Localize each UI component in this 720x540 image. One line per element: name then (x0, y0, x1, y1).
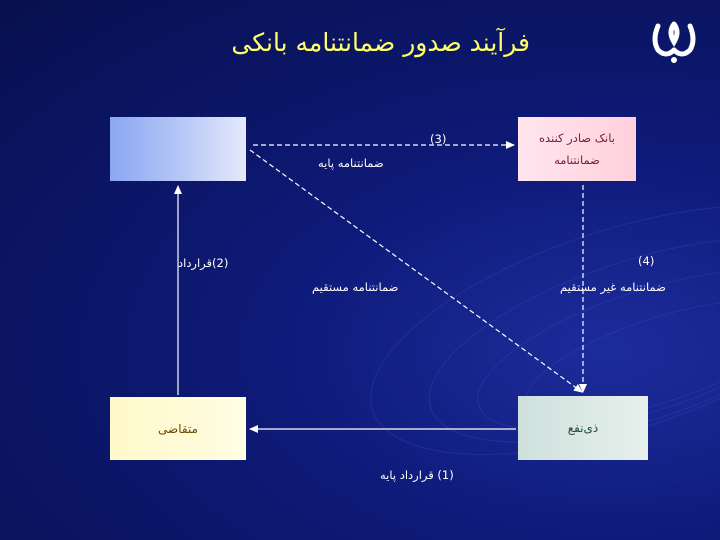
indirect-guarantee-label: ضمانتنامه غیر مستقیم (560, 280, 666, 294)
step3-number-label: (3) (430, 132, 447, 146)
step1-label: (1) قرارداد پایه (380, 468, 454, 482)
applicant-label: متقاضی (158, 421, 198, 436)
bank-logo-icon (652, 21, 696, 63)
step4-number-label: (4) (638, 254, 655, 268)
applicant-box: متقاضی (110, 397, 246, 460)
beneficiary-box: ذی‌نفع (518, 396, 648, 460)
issuing-bank-label-line1: بانک صادر کننده (539, 131, 615, 145)
arrow-direct-dashed (249, 149, 583, 393)
issuing-bank-label-line2: ضمانتنامه (554, 153, 600, 167)
step2-label: (2)قرارداد (178, 256, 229, 270)
top-left-party-box (110, 117, 246, 181)
issuing-bank-box: بانک صادر کننده ضمانتنامه (518, 117, 636, 181)
step3-text-label: ضمانتنامه پایه (318, 156, 384, 170)
page-title: فرآیند صدور ضمانتنامه بانکی (231, 28, 530, 57)
direct-guarantee-label: ضمانتنامه مستقیم (312, 280, 399, 294)
beneficiary-label: ذی‌نفع (567, 421, 599, 435)
